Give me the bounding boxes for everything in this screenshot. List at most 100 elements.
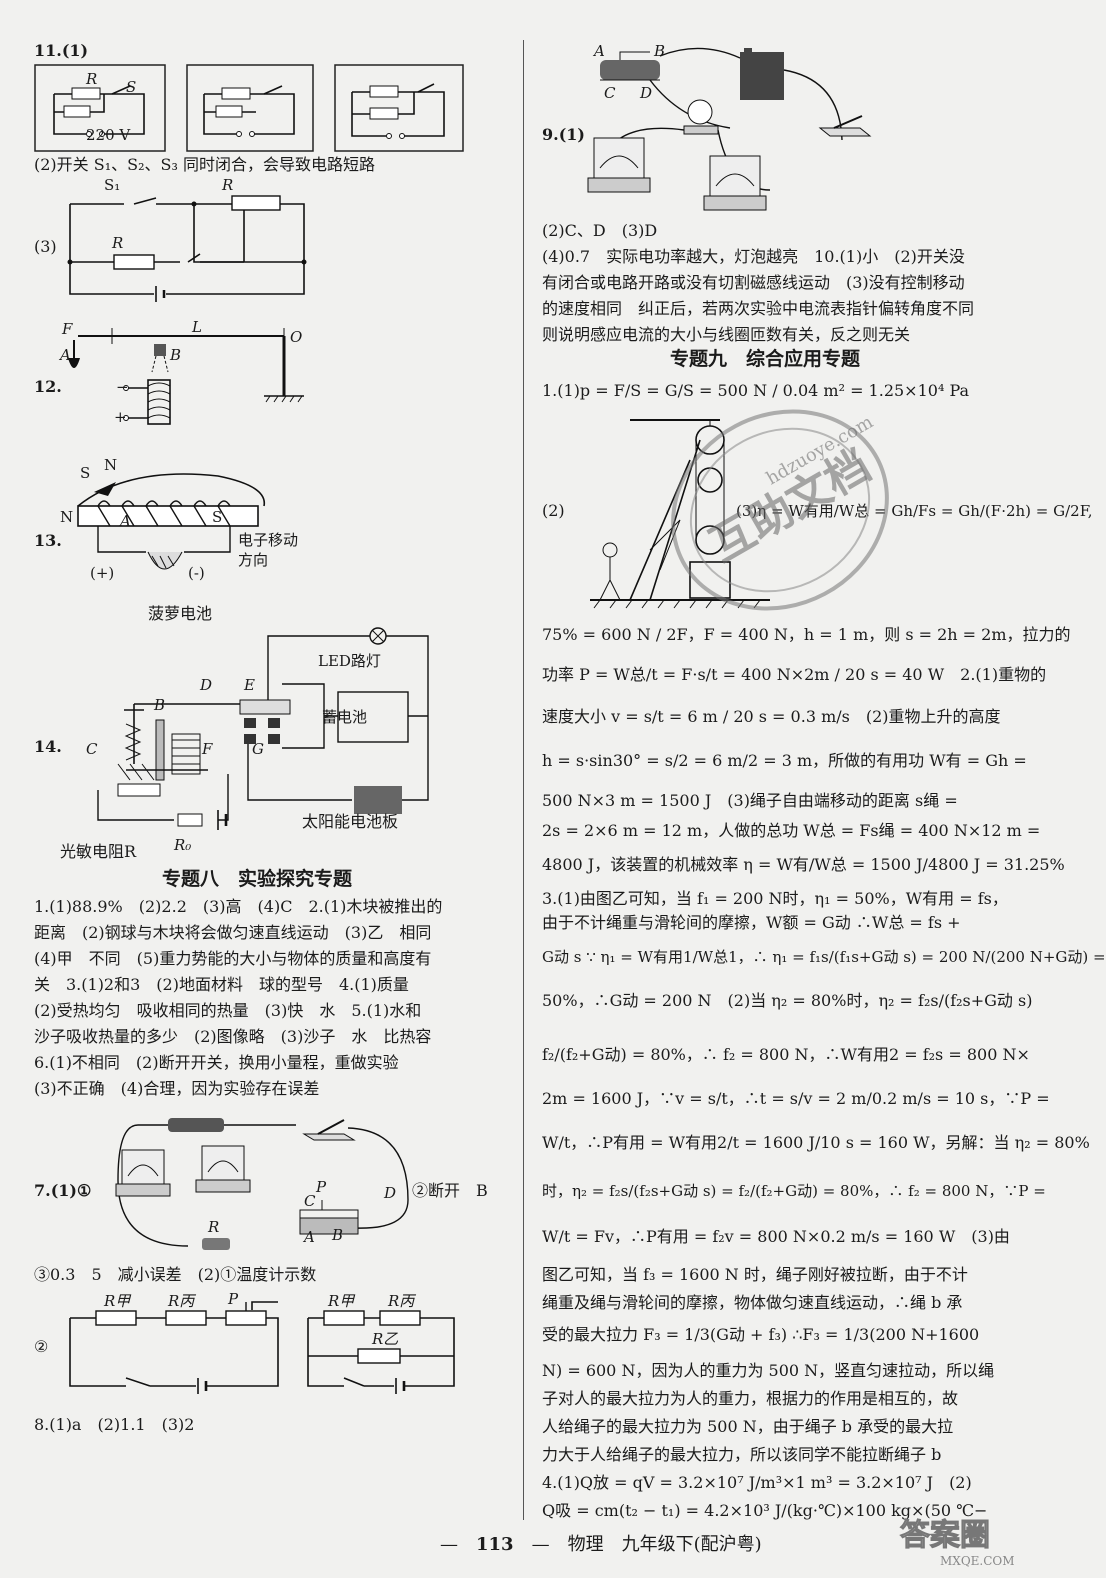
topic8-line-4: 关 3.(1)2和3 (2)地面材料 球的型号 4.(1)质量 — [34, 975, 409, 994]
q8-answer: 8.(1)a (2)1.1 (3)2 — [34, 1415, 195, 1434]
q9-c-label: C — [604, 84, 616, 102]
topic9-line-3: 速度大小 v = s/t = 6 m / 20 s = 0.3 m/s (2)重… — [542, 707, 1001, 726]
q9-b-label: B — [654, 42, 666, 60]
corner-watermark-url: MXQE.COM — [940, 1554, 1015, 1568]
q9-experiment-diagram — [587, 47, 872, 211]
q7-parallel-r-yi-label: R乙 — [372, 1330, 399, 1348]
topic9-title: 专题九 综合应用专题 — [670, 348, 861, 370]
topic9-q1-part3: (3)η = W有用/W总 = Gh/Fs = Gh/(F·2h) = G/2F… — [736, 502, 1093, 520]
topic8-line-5: (2)受热均匀 吸收相同的热量 (3)快 水 5.(1)水和 — [34, 1001, 422, 1020]
topic9-line-8: 3.(1)由图乙可知，当 f₁ = 200 N时，η₁ = 50%，W有用 = … — [542, 889, 1008, 908]
topic9-line-9: 由于不计绳重与滑轮间的摩擦，W额 = G动 ∴W总 = fs + — [542, 913, 961, 932]
q12-a-label: A — [60, 346, 71, 364]
topic9-line-15: 时，η₂ = f₂s/(f₂s+G动 s) = f₂/(f₂+G动) = 80%… — [542, 1182, 1046, 1200]
q12-b-label: B — [170, 346, 182, 364]
watermark-stamp — [671, 409, 889, 611]
topic8-title: 专题八 实验探究专题 — [162, 868, 353, 890]
topic9-line-18: 绳重及绳与滑轮间的摩擦，物体做匀速直线运动，∴绳 b 承 — [542, 1293, 963, 1312]
q9-number: 9.(1) — [542, 125, 585, 144]
q14-photoresistor-label: 光敏电阻R — [60, 842, 137, 861]
topic9-line-20: N) = 600 N，因为人的重力为 500 N，竖直匀速拉动，所以绳 — [542, 1361, 995, 1380]
q9-a-label: A — [594, 42, 605, 60]
q13-s-right-label: S — [212, 508, 223, 526]
q7-circle2: ② — [34, 1337, 49, 1356]
q9-line-5: 则说明感应电流的大小与线圈匝数有关，反之则无关 — [542, 325, 911, 344]
q13-s-label: S — [80, 464, 91, 482]
q11-number: 11.(1) — [34, 41, 89, 60]
q12-minus-label: − — [116, 378, 129, 396]
q11-circuit-diagram-1 — [34, 64, 166, 152]
q11-part3: (3) — [34, 237, 57, 256]
q13-n-top-label: N — [104, 456, 118, 474]
topic9-line-25: Q吸 = cm(t₂ − t₁) = 4.2×10³ J/(kg·℃)×100 … — [542, 1501, 988, 1520]
q7-d-label: D — [384, 1184, 397, 1202]
topic9-line-21: 子对人的最大拉力为人的重力，根据力的作用是相互的，故 — [542, 1389, 959, 1408]
q7-r-label: R — [208, 1218, 220, 1236]
q11-s-label: S — [126, 78, 137, 96]
topic9-line-23: 力大于人给绳子的最大拉力，所以该同学不能拉断绳子 b — [542, 1445, 942, 1464]
q11-r-label: R — [86, 70, 98, 88]
q12-lever-diagram — [68, 328, 304, 425]
q7-side-answer: ②断开 B — [412, 1181, 488, 1200]
q13-neg-label: (-) — [188, 564, 205, 582]
topic8-line-6: 沙子吸收热量的多少 (2)图像略 (3)沙子 水 比热容 — [34, 1027, 432, 1046]
q11-voltage-label: 220 V — [86, 126, 131, 144]
q9-line-2: (4)0.7 实际电功率越大，灯泡越亮 10.(1)小 (2)开关没 — [542, 247, 965, 266]
q9-line-4: 的速度相同 纠正后，若两次实验中电流表指针偏转角度不同 — [542, 299, 975, 318]
topic9-line-17: 图乙可知，当 f₃ = 1600 N 时，绳子刚好被拉断，由于不计 — [542, 1265, 968, 1284]
page-number: 113 — [476, 1534, 514, 1555]
q14-g-label: G — [252, 740, 264, 758]
q7-experiment-circuit-diagram — [115, 1118, 409, 1250]
topic9-line-22: 人给绳子的最大拉力为 500 N，由于绳子 b 承受的最大拉 — [542, 1417, 954, 1436]
q13-pos-label: (+) — [90, 564, 115, 582]
q13-electron-direction: 电子移动方向 — [238, 531, 299, 569]
topic9-line-2: 功率 P = W总/t = F·s/t = 400 N×2m / 20 s = … — [542, 665, 1047, 684]
topic8-line-3: (4)甲 不同 (5)重力势能的大小与物体的质量和高度有 — [34, 949, 432, 968]
q13-battery-label: 菠萝电池 — [148, 604, 213, 623]
q9-line-1: (2)C、D (3)D — [542, 221, 658, 240]
q12-l-label: L — [192, 318, 202, 336]
q7-r-bing-label: R丙 — [168, 1292, 195, 1310]
topic8-line-2: 距离 (2)钢球与木块将会做匀速直线运动 (3)乙 相同 — [34, 923, 432, 942]
q7-c-label: C — [304, 1192, 316, 1210]
topic9-line-16: W/t = Fv，∴P有用 = f₂v = 800 N×0.2 m/s = 16… — [542, 1227, 1010, 1246]
topic9-q1-line1: 1.(1)p = F/S = G/S = 500 N / 0.04 m² = 1… — [542, 381, 970, 400]
q9-line-3: 有闭合或电路开路或没有切割磁感线运动 (3)没有控制移动 — [542, 273, 965, 292]
topic9-line-12: f₂/(f₂+G动) = 80%，∴ f₂ = 800 N，∴W有用2 = f₂… — [542, 1045, 1030, 1064]
q13-a-label: A — [120, 512, 131, 530]
q11-r-mid-label: R — [112, 234, 124, 252]
q7-r-jia-label: R甲 — [104, 1292, 131, 1310]
q11-circuit-diagram-3 — [334, 64, 464, 152]
q14-storage-label: 蓄电池 — [322, 708, 368, 726]
q7-p-label: P — [316, 1178, 327, 1196]
q11-r-top-label: R — [222, 176, 234, 194]
q14-c-label: C — [86, 740, 98, 758]
q11-s1-label: S₁ — [104, 176, 121, 194]
q14-b-label: B — [154, 696, 166, 714]
topic9-line-14: W/t，∴P有用 = W有用2/t = 1600 J/10 s = 160 W，… — [542, 1133, 1090, 1152]
corner-watermark: 答案圈 MXQE.COM — [900, 1510, 1070, 1570]
topic8-line-1: 1.(1)88.9% (2)2.2 (3)高 (4)C 2.(1)木块被推出的 — [34, 897, 443, 916]
topic9-line-4: h = s·sin30° = s/2 = 6 m/2 = 3 m，所做的有用功 … — [542, 751, 1027, 770]
topic9-line-10: G动 s ∵ η₁ = W有用1/W总1，∴ η₁ = f₁s/(f₁s+G动 … — [542, 948, 1106, 966]
corner-watermark-text: 答案圈 — [900, 1518, 991, 1554]
footer-subject: 物理 九年级下(配沪粤) — [567, 1534, 762, 1555]
q12-o-label: O — [290, 328, 303, 346]
q12-number: 12. — [34, 377, 62, 396]
topic9-line-13: 2m = 1600 J，∵v = s/t，∴t = s/v = 2 m/0.2 … — [542, 1089, 1050, 1108]
q7-number: 7.(1)① — [34, 1181, 92, 1200]
q14-r0-label: R₀ — [174, 836, 192, 854]
topic9-line-5: 500 N×3 m = 1500 J (3)绳子自由端移动的距离 s绳 = — [542, 791, 958, 810]
q14-f-label: F — [202, 740, 213, 758]
page-footer: — 113 — 物理 九年级下(配沪粤) — [440, 1534, 762, 1555]
q13-n-left-label: N — [60, 508, 74, 526]
q7-a-label: A — [304, 1228, 315, 1246]
q7-parallel-r-bing-label: R丙 — [388, 1292, 415, 1310]
topic9-line-11: 50%，∴G动 = 200 N (2)当 η₂ = 80%时，η₂ = f₂s/… — [542, 991, 1033, 1010]
q14-d-label: D — [200, 676, 213, 694]
q7-line2: ③0.3 5 减小误差 (2)①温度计示数 — [34, 1265, 317, 1284]
q7-parallel-r-jia-label: R甲 — [328, 1292, 355, 1310]
topic9-line-24: 4.(1)Q放 = qV = 3.2×10⁷ J/m³×1 m³ = 3.2×1… — [542, 1473, 972, 1492]
topic8-line-8: (3)不正确 (4)合理，因为实验存在误差 — [34, 1079, 320, 1098]
q11-circuit-diagram-part3 — [67, 195, 307, 302]
